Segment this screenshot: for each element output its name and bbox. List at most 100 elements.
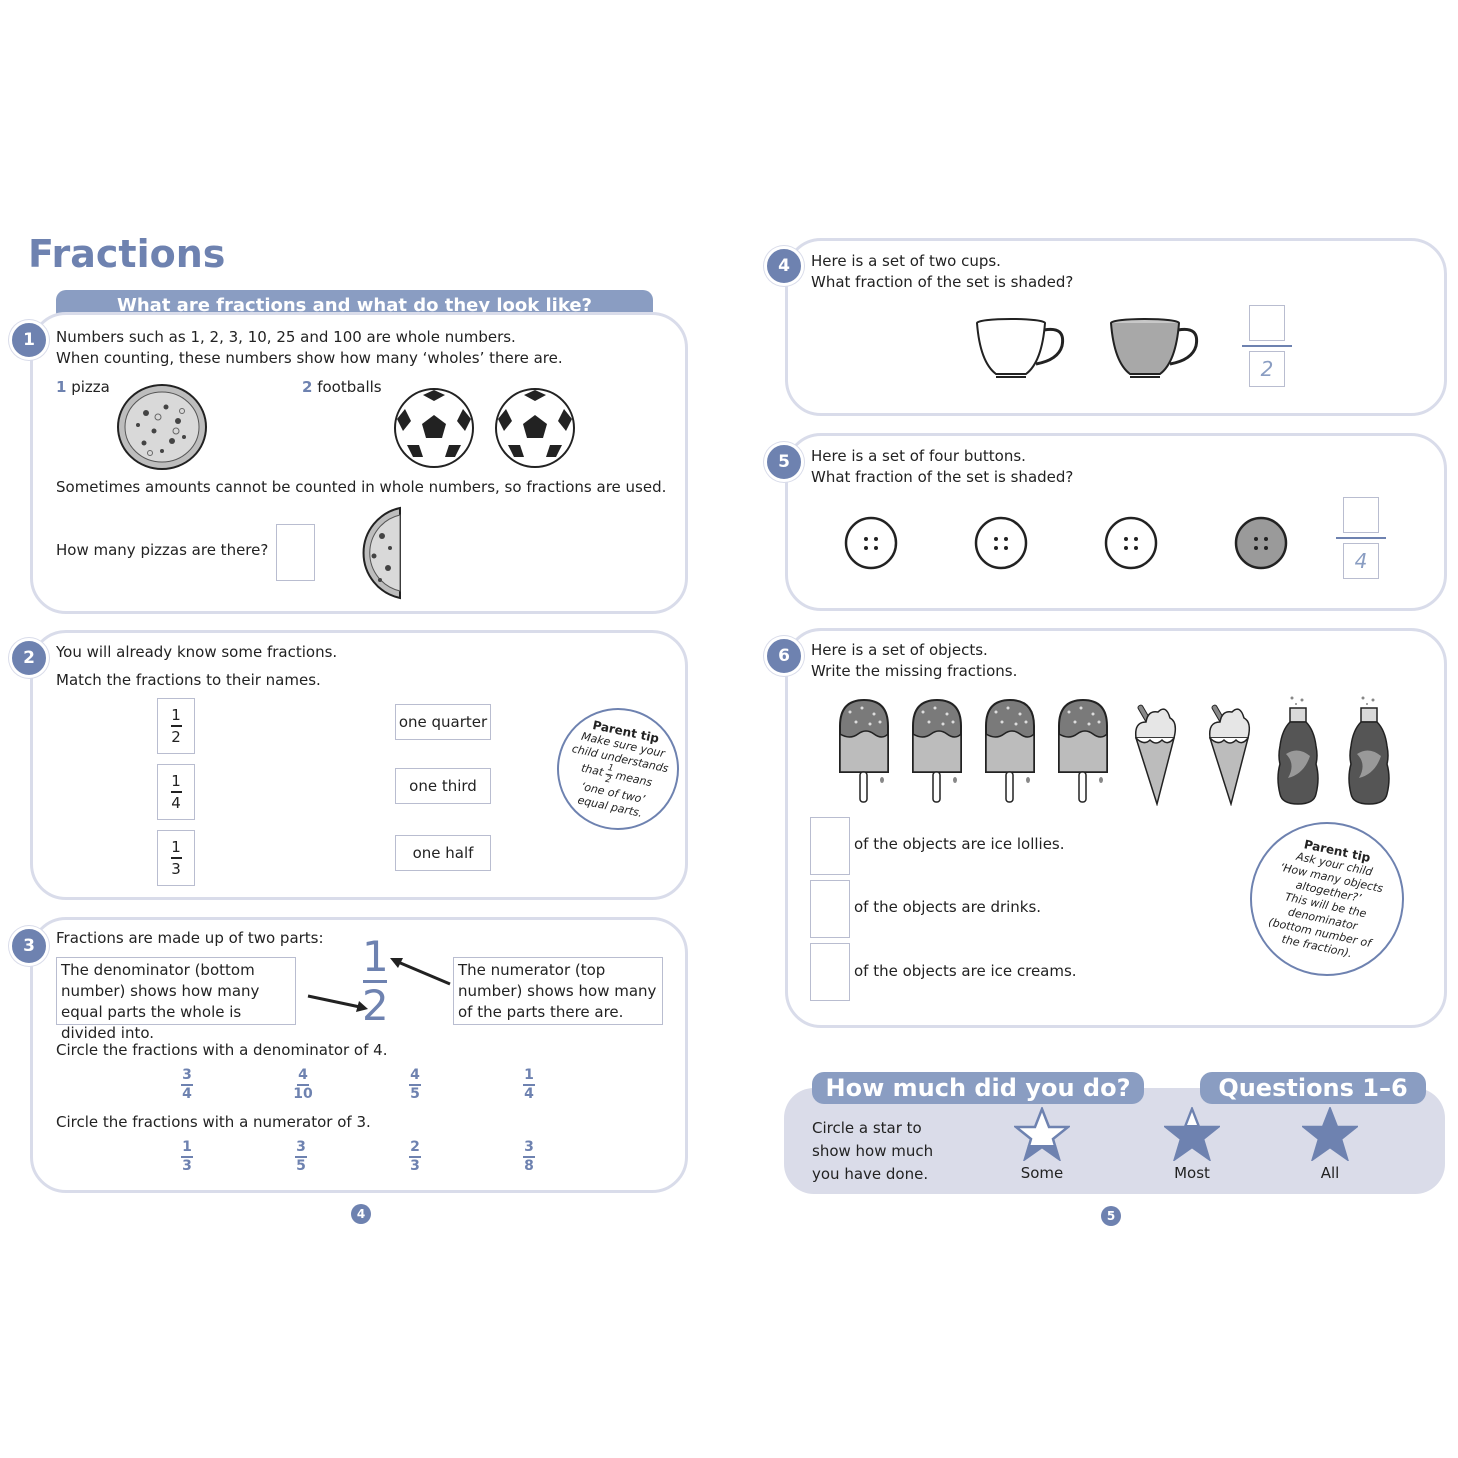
star-label: Most: [1174, 1164, 1210, 1182]
star-half-icon: [1162, 1105, 1222, 1163]
football-icon: [495, 388, 575, 468]
progress-title: How much did you do?: [812, 1072, 1144, 1104]
q6-line2: Write the missing fractions.: [811, 662, 1018, 680]
numerator: 4: [298, 1067, 308, 1083]
name-card[interactable]: one quarter: [395, 704, 491, 740]
denominator: 4: [171, 793, 181, 812]
q6-row-text: of the objects are ice creams.: [854, 962, 1077, 980]
q3-task1: Circle the fractions with a denominator …: [56, 1041, 388, 1059]
tip-numerator: 1: [606, 762, 615, 774]
page-title: Fractions: [28, 232, 226, 276]
denominator: 4: [182, 1086, 192, 1102]
big-fraction: 1 2: [362, 936, 389, 1027]
q6-row-text: of the objects are ice lollies.: [854, 835, 1065, 853]
q1-line1: Numbers such as 1, 2, 3, 10, 25 and 100 …: [56, 328, 516, 346]
star-filled-icon: [1300, 1105, 1360, 1163]
numerator-input[interactable]: [1343, 497, 1379, 533]
ice-cream-icon: [1134, 704, 1177, 806]
question-3-number: 3: [9, 926, 49, 966]
q2-line1: You will already know some fractions.: [56, 643, 338, 661]
star-some[interactable]: Some: [1012, 1105, 1072, 1184]
numerator: 3: [524, 1139, 534, 1155]
numerator: 1: [182, 1139, 192, 1155]
numerator: 3: [296, 1139, 306, 1155]
big-denominator: 2: [362, 981, 389, 1030]
denominator: 3: [182, 1158, 192, 1174]
question-5-number: 5: [764, 442, 804, 482]
shaded-button-icon: [1234, 516, 1288, 570]
button-icon: [1104, 516, 1158, 570]
q4-answer-fraction: 2: [1242, 305, 1292, 387]
question-4-number: 4: [764, 246, 804, 286]
numerator: 1: [524, 1067, 534, 1083]
ice-lolly-icon: [912, 698, 962, 803]
star-label: All: [1320, 1164, 1340, 1182]
football-count: 2: [302, 378, 313, 396]
football-text: footballs: [317, 378, 382, 396]
question-6-number: 6: [764, 636, 804, 676]
star-outline-icon: [1012, 1105, 1072, 1163]
q2-line2: Match the fractions to their names.: [56, 671, 321, 689]
name-card[interactable]: one half: [395, 835, 491, 871]
q5-line2: What fraction of the set is shaded?: [811, 468, 1074, 486]
progress-instruction: Circle a star to show how much you have …: [812, 1117, 933, 1186]
pizza-count: 1: [56, 378, 67, 396]
q5-answer-fraction: 4: [1336, 497, 1386, 579]
half-pizza-icon: [362, 506, 401, 600]
instruction-line: Circle a star to: [812, 1119, 922, 1137]
q5-line1: Here is a set of four buttons.: [811, 447, 1026, 465]
football-icon: [394, 388, 474, 468]
fraction-answer-box[interactable]: [810, 943, 850, 1001]
q1-line2: When counting, these numbers show how ma…: [56, 349, 563, 367]
instruction-line: you have done.: [812, 1165, 929, 1183]
numerator: 1: [171, 838, 181, 857]
q3-intro: Fractions are made up of two parts:: [56, 929, 324, 947]
denominator-value: 2: [1249, 351, 1285, 387]
numerator: 2: [410, 1139, 420, 1155]
ice-cream-icon: [1208, 704, 1251, 806]
fraction-answer-box[interactable]: [810, 880, 850, 938]
q4-line1: Here is a set of two cups.: [811, 252, 1001, 270]
questions-range: Questions 1–6: [1200, 1072, 1426, 1104]
arrow-icon: [390, 958, 451, 986]
star-label: Some: [1020, 1164, 1064, 1182]
pizza-answer-box[interactable]: [276, 524, 315, 581]
star-all[interactable]: All: [1300, 1105, 1360, 1184]
denominator: 5: [410, 1086, 420, 1102]
star-most[interactable]: Most: [1162, 1105, 1222, 1184]
q6-row-text: of the objects are drinks.: [854, 898, 1042, 916]
fraction-answer-box[interactable]: [810, 817, 850, 875]
denominator: 8: [524, 1158, 534, 1174]
ice-lolly-icon: [985, 698, 1035, 803]
denominator: 2: [171, 727, 181, 746]
name-card[interactable]: one third: [395, 768, 491, 804]
numerator: 1: [171, 706, 181, 725]
numerator-explanation: The numerator (top number) shows how man…: [453, 957, 663, 1025]
q6-line1: Here is a set of objects.: [811, 641, 988, 659]
numerator: 4: [410, 1067, 420, 1083]
q3-task2: Circle the fractions with a numerator of…: [56, 1113, 371, 1131]
pizza-icon: [117, 384, 207, 470]
denominator: 3: [171, 859, 181, 878]
denominator: 10: [293, 1086, 313, 1102]
denominator: 3: [410, 1158, 420, 1174]
pizza-text: pizza: [71, 378, 110, 396]
page-number: 4: [351, 1204, 371, 1224]
denominator: 4: [524, 1086, 534, 1102]
arrow-icon: [307, 994, 368, 1012]
numerator-input[interactable]: [1249, 305, 1285, 341]
question-2-number: 2: [9, 638, 49, 678]
denominator-explanation: The denominator (bottom number) shows ho…: [56, 957, 296, 1042]
shaded-cup-icon: [1110, 318, 1199, 378]
